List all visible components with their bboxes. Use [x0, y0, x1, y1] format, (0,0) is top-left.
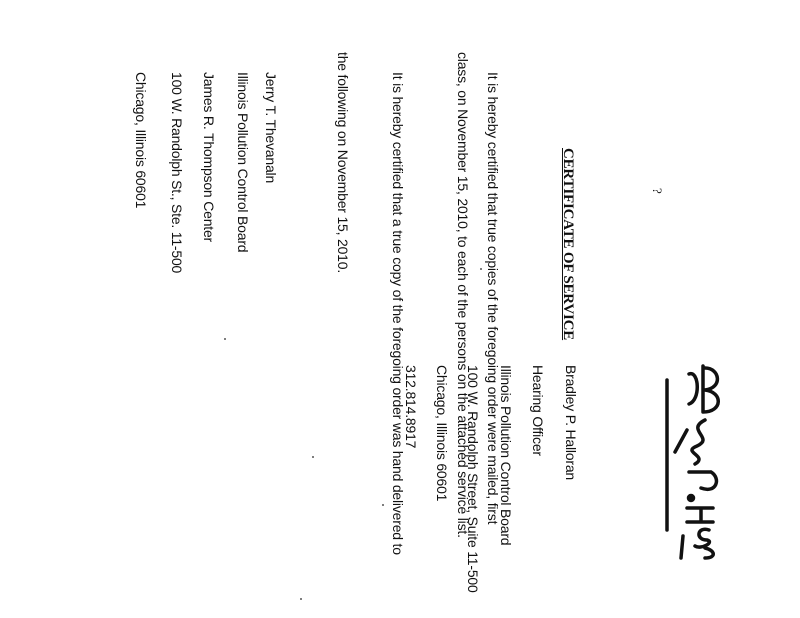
recipient-building: James R. Thompson Center	[201, 72, 217, 243]
signatory-city: Chicago, Illinois 60601	[434, 365, 450, 502]
recipient-city: Chicago, Illinois 60601	[133, 72, 149, 209]
signatory-name: Bradley P. Halloran	[563, 365, 579, 481]
signatory-title: Hearing Officer	[530, 365, 546, 456]
signatory-phone: 312.814.8917	[403, 365, 419, 449]
page-mark: ?	[650, 188, 665, 194]
paragraph2-line1: It is hereby certified that a true copy …	[390, 72, 406, 555]
recipient-org: Illinois Pollution Control Board	[235, 72, 251, 253]
recipient-street: 100 W. Randolph St., Ste. 11-500	[169, 72, 185, 274]
recipient-name: Jerry T. Thevanaln	[263, 72, 279, 184]
paragraph2-line2: the following on November 15, 2010.	[335, 52, 351, 274]
signatory-org: Illinois Pollution Control Board	[498, 365, 514, 546]
handwritten-signature	[665, 364, 720, 560]
certificate-title: CERTIFICATE OF SERVICE	[560, 148, 576, 341]
signatory-street: 100 W. Randolph Street, Suite 11-500	[465, 365, 481, 593]
